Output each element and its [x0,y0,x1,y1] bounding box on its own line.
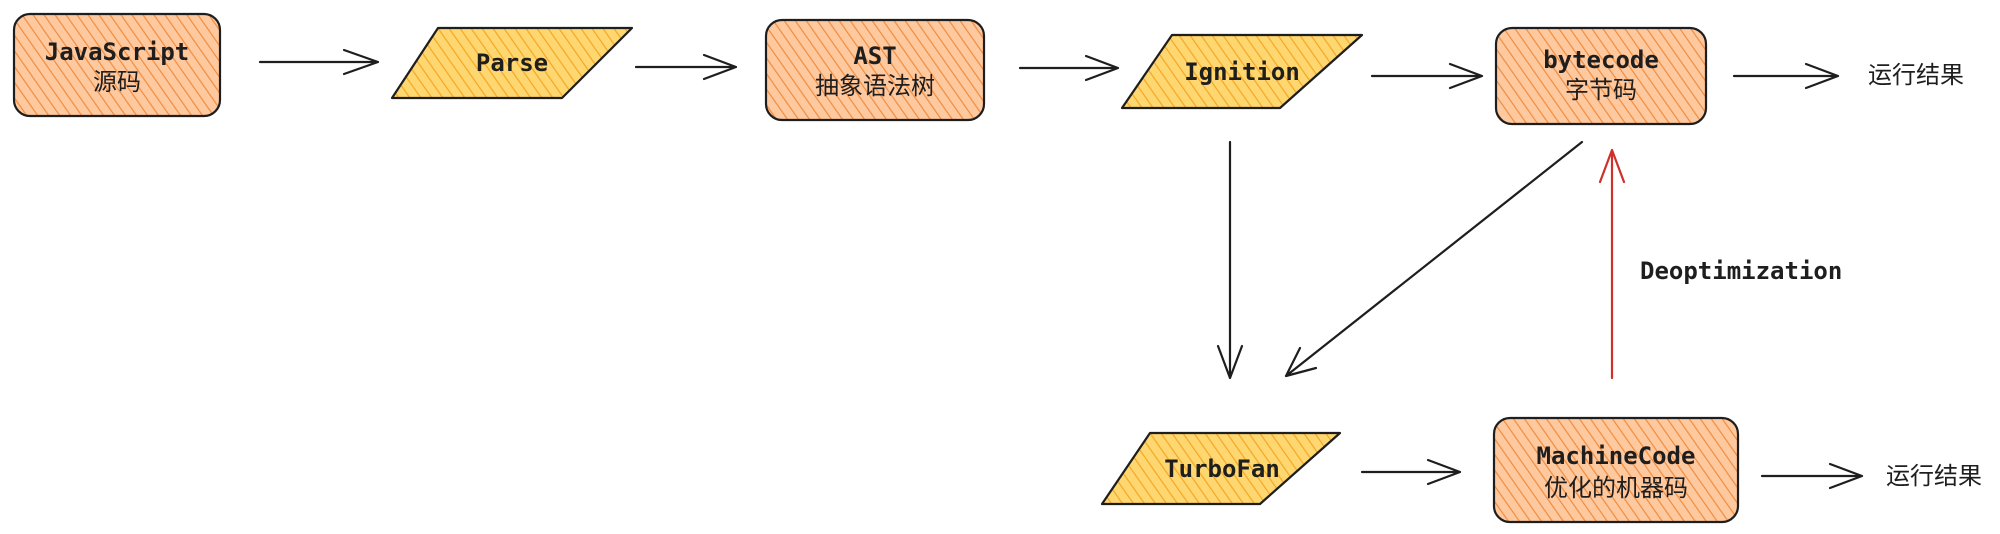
arrow-parse-to-ast [634,53,738,81]
node-machinecode-box [1492,416,1740,524]
node-turbofan: TurboFan [1100,431,1342,506]
node-javascript-source-label: JavaScript [45,38,190,66]
node-machinecode-label: MachineCode [1537,442,1696,470]
arrow-js-to-parse [258,48,380,76]
node-parse-shape [390,26,634,100]
node-bytecode-sublabel: 字节码 [1565,76,1637,104]
node-parse: Parse [390,26,634,100]
node-parse-label: Parse [476,49,548,77]
node-ast-label: AST [853,42,896,70]
arrow-deoptimization [1598,148,1626,380]
arrow-ignition-to-turbofan [1216,140,1244,380]
node-ignition-label: Ignition [1184,58,1300,86]
result-label-bottom: 运行结果 [1886,462,1982,490]
node-javascript-source-sublabel: 源码 [93,68,141,96]
node-ast-sublabel: 抽象语法树 [815,72,935,100]
node-machinecode: MachineCode 优化的机器码 [1492,416,1740,524]
arrow-turbofan-to-machinecode [1360,458,1462,486]
arrow-bytecode-to-turbofan [1284,140,1584,378]
node-turbofan-label: TurboFan [1164,455,1280,483]
node-bytecode-box [1494,26,1708,126]
arrow-machinecode-to-result [1760,462,1864,490]
node-ignition-shape [1120,33,1364,110]
arrow-ignition-to-bytecode [1370,62,1484,90]
node-turbofan-shape [1100,431,1342,506]
node-ast-box [764,18,986,122]
node-bytecode-label: bytecode [1543,46,1659,74]
node-machinecode-sublabel: 优化的机器码 [1544,474,1688,502]
node-bytecode: bytecode 字节码 [1494,26,1708,126]
node-ast: AST 抽象语法树 [764,18,986,122]
arrow-ast-to-ignition [1018,54,1120,82]
arrow-bytecode-to-result [1732,62,1840,90]
node-ignition: Ignition [1120,33,1364,110]
result-label-top: 运行结果 [1868,61,1964,89]
node-javascript-source: JavaScript 源码 [12,12,222,118]
deoptimization-label: Deoptimization [1640,257,1842,285]
node-javascript-source-box [12,12,222,118]
